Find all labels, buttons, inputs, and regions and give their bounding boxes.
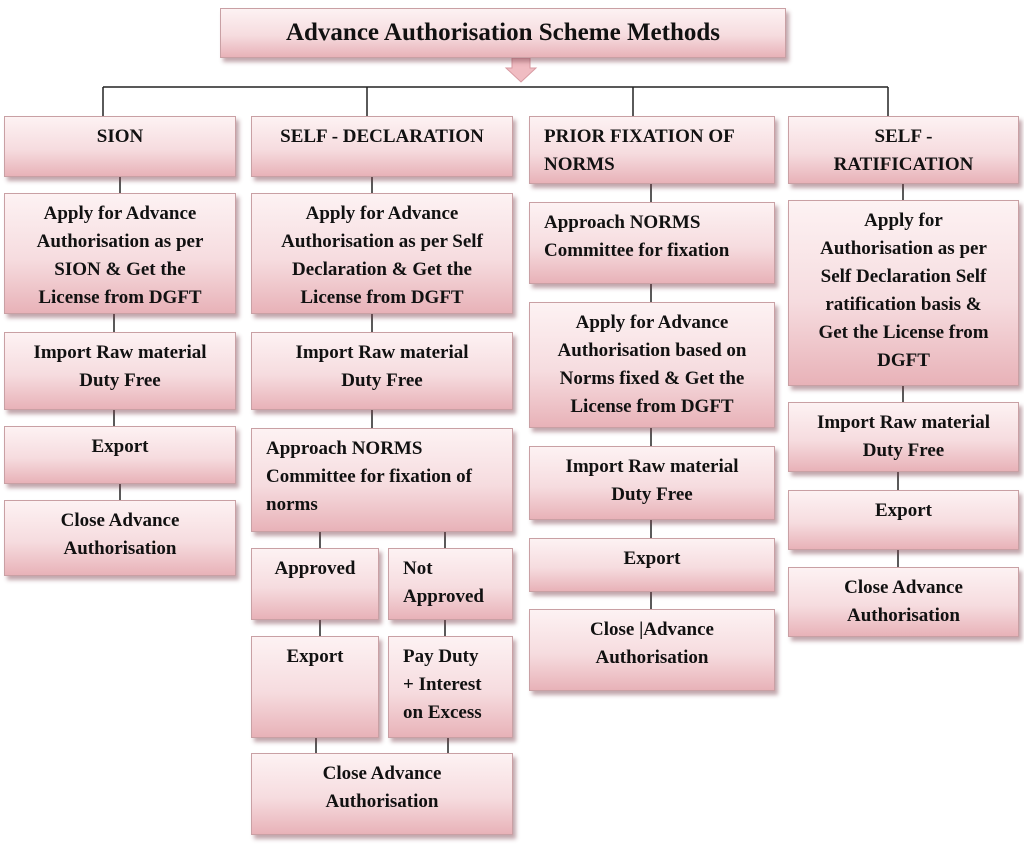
not-approved-step-pay-duty-text: Pay Duty + Interest on Excess — [403, 646, 482, 723]
diagram-title-text: Advance Authorisation Scheme Methods — [285, 19, 721, 46]
branch-not-approved: Not Approved — [388, 548, 513, 620]
sion-step-export-text: Export — [91, 436, 149, 457]
prior-fixation-step-export: Export — [529, 538, 775, 592]
self-ratification-step-import: Import Raw material Duty Free — [788, 402, 1019, 472]
prior-fixation-step-close: Close |Advance Authorisation — [529, 609, 775, 691]
column-header-self-declaration-text: SELF - DECLARATION — [280, 126, 484, 147]
prior-fixation-step-apply-text: Apply for Advance Authorisation based on… — [557, 312, 747, 417]
self-declaration-step-close: Close Advance Authorisation — [251, 753, 513, 835]
sion-step-close-text: Close Advance Authorisation — [60, 510, 180, 559]
prior-fixation-step-import: Import Raw material Duty Free — [529, 446, 775, 520]
sion-step-import-text: Import Raw material Duty Free — [33, 342, 207, 391]
approved-step-export-text: Export — [286, 646, 344, 667]
prior-fixation-step-close-text: Close |Advance Authorisation — [590, 619, 714, 668]
sion-step-close: Close Advance Authorisation — [4, 500, 236, 576]
branch-approved: Approved — [251, 548, 379, 620]
column-header-sion: SION — [4, 116, 236, 177]
prior-fixation-step-approach-norms-text: Approach NORMS Committee for fixation — [544, 212, 730, 261]
self-declaration-step-close-text: Close Advance Authorisation — [322, 763, 442, 812]
self-ratification-step-export: Export — [788, 490, 1019, 550]
approved-step-export: Export — [251, 636, 379, 738]
sion-step-apply-text: Apply for Advance Authorisation as per S… — [36, 203, 204, 308]
self-declaration-step-approach-norms: Approach NORMS Committee for fixation of… — [251, 428, 513, 532]
diagram-title: Advance Authorisation Scheme Methods — [220, 8, 786, 58]
self-ratification-step-close: Close Advance Authorisation — [788, 567, 1019, 637]
column-header-self-ratification-text: SELF - RATIFICATION — [833, 126, 974, 175]
self-ratification-step-export-text: Export — [875, 500, 932, 521]
prior-fixation-step-apply: Apply for Advance Authorisation based on… — [529, 302, 775, 428]
prior-fixation-step-approach-norms: Approach NORMS Committee for fixation — [529, 202, 775, 284]
self-ratification-step-close-text: Close Advance Authorisation — [844, 577, 963, 626]
sion-step-export: Export — [4, 426, 236, 484]
branch-not-approved-text: Not Approved — [403, 558, 484, 607]
prior-fixation-step-import-text: Import Raw material Duty Free — [565, 456, 739, 505]
self-ratification-step-import-text: Import Raw material Duty Free — [816, 412, 991, 461]
down-arrow-icon — [504, 57, 538, 83]
column-header-self-declaration: SELF - DECLARATION — [251, 116, 513, 177]
sion-step-import: Import Raw material Duty Free — [4, 332, 236, 410]
not-approved-step-pay-duty: Pay Duty + Interest on Excess — [388, 636, 513, 738]
self-declaration-step-apply-text: Apply for Advance Authorisation as per S… — [281, 203, 483, 308]
self-declaration-step-apply: Apply for Advance Authorisation as per S… — [251, 193, 513, 314]
sion-step-apply: Apply for Advance Authorisation as per S… — [4, 193, 236, 314]
column-header-self-ratification: SELF - RATIFICATION — [788, 116, 1019, 184]
column-header-sion-text: SION — [96, 126, 144, 147]
self-ratification-step-apply: Apply for Authorisation as per Self Decl… — [788, 200, 1019, 386]
self-declaration-step-import: Import Raw material Duty Free — [251, 332, 513, 410]
column-header-prior-fixation: PRIOR FIXATION OF NORMS — [529, 116, 775, 184]
self-ratification-step-apply-text: Apply for Authorisation as per Self Decl… — [818, 210, 989, 371]
column-header-prior-fixation-text: PRIOR FIXATION OF NORMS — [544, 126, 735, 175]
branch-approved-text: Approved — [274, 558, 356, 579]
self-declaration-step-approach-norms-text: Approach NORMS Committee for fixation of… — [266, 438, 472, 515]
self-declaration-step-import-text: Import Raw material Duty Free — [295, 342, 469, 391]
prior-fixation-step-export-text: Export — [623, 548, 681, 569]
